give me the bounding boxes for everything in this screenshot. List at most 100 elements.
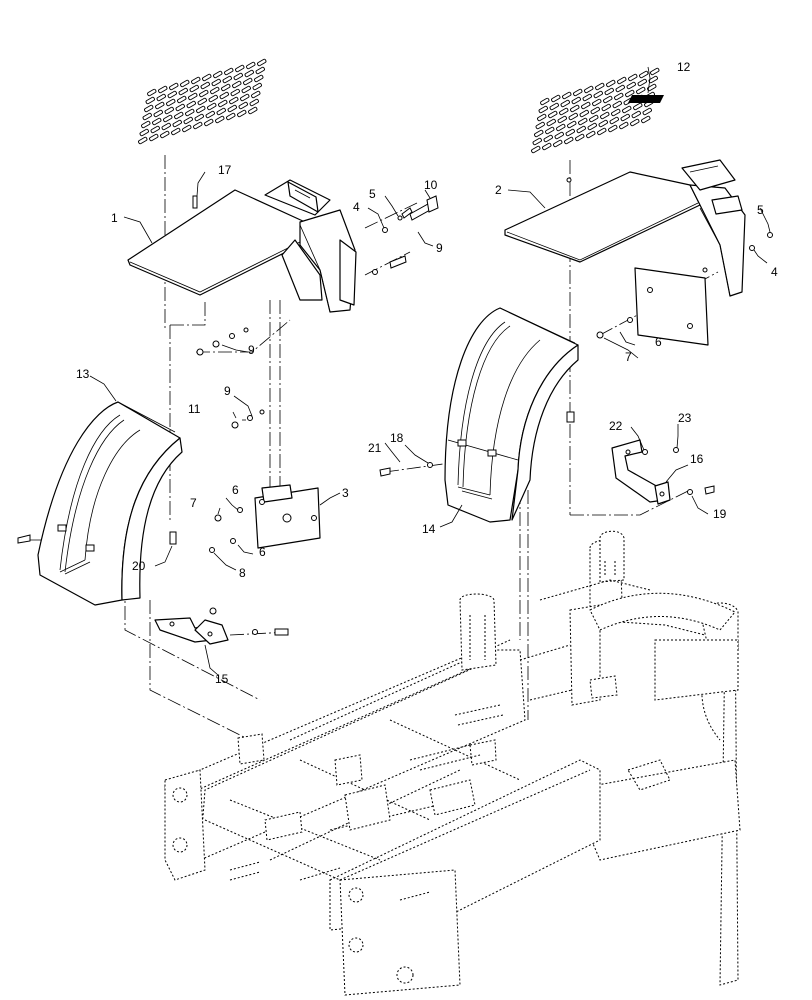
decal-dash	[153, 109, 163, 118]
decal-dash	[597, 127, 607, 136]
callout-15: 15	[215, 672, 229, 686]
decal-dash	[590, 106, 600, 115]
decal-dash	[243, 77, 253, 86]
decal-dash	[193, 121, 203, 130]
decal-dash	[603, 95, 613, 104]
decal-dash	[233, 72, 243, 81]
decal-dash	[204, 118, 214, 127]
decal-dash	[553, 139, 563, 148]
decal-dash	[571, 96, 581, 105]
decal-dash	[178, 87, 188, 96]
decal-dash	[254, 74, 264, 83]
callout-3: 3	[342, 486, 349, 500]
decal-dash	[138, 136, 148, 145]
decal-dash	[606, 79, 616, 88]
decal-dash	[197, 97, 207, 106]
leader-lines	[89, 66, 771, 676]
hardware	[17, 177, 773, 636]
decal-dash	[147, 88, 157, 97]
decal-dash	[626, 81, 636, 90]
decal-dash	[598, 119, 608, 128]
decal-dash	[219, 91, 229, 100]
decal-dash	[636, 86, 646, 95]
callout-7-right: 7	[625, 350, 632, 364]
decal-dash	[548, 110, 558, 119]
fender-part-1	[127, 179, 357, 313]
callout-11: 11	[188, 402, 201, 416]
callout-20: 20	[132, 559, 146, 573]
callout-labels: 1 2 3 4 4 5 5 6 6 6 7 7 8 9 9 9 10 11 12…	[76, 60, 778, 686]
decal-dash	[625, 89, 635, 98]
decal-dash	[608, 124, 618, 133]
decal-dash	[174, 111, 184, 120]
decal-dash	[210, 86, 220, 95]
callout-7: 7	[190, 496, 197, 510]
callout-5-right: 5	[757, 203, 764, 217]
callout-14: 14	[422, 522, 436, 536]
decal-dash	[156, 93, 166, 102]
decal-dash	[586, 130, 596, 139]
decal-dash	[191, 76, 201, 85]
decal-dash	[222, 75, 232, 84]
decal-dash	[241, 85, 251, 94]
callout-21: 21	[368, 441, 382, 455]
decal-dash	[141, 120, 151, 129]
bracket-part-15	[154, 617, 229, 645]
decal-dash	[244, 69, 254, 78]
decal-dash	[164, 106, 174, 115]
decal-dash	[557, 115, 567, 124]
decal-dash	[612, 100, 622, 109]
decal-dash	[221, 83, 231, 92]
decal-dash	[175, 103, 185, 112]
decal-dash	[161, 122, 171, 131]
decal-dash	[650, 67, 660, 76]
bracket-part-16	[611, 439, 671, 505]
decal-dash	[238, 101, 248, 110]
decal-dash	[633, 102, 643, 111]
callout-4: 4	[353, 200, 360, 214]
decal-dash	[620, 113, 630, 122]
decal-dash	[565, 128, 575, 137]
decal-dash	[240, 93, 250, 102]
decal-dash	[604, 87, 614, 96]
decal-dash	[185, 108, 195, 117]
decal-dash	[186, 100, 196, 109]
decal-dash	[208, 94, 218, 103]
decal-dash	[202, 73, 212, 82]
decal-dash	[543, 134, 553, 143]
decal-dash	[615, 84, 625, 93]
decal-dash	[593, 90, 603, 99]
decal-dash	[628, 73, 638, 82]
decal-dash	[194, 113, 204, 122]
decal-dash	[216, 107, 226, 116]
callout-10: 10	[424, 178, 438, 192]
callout-13: 13	[76, 367, 90, 381]
decal-dash	[211, 78, 221, 87]
decal-dash	[166, 98, 176, 107]
decal-dash	[609, 116, 619, 125]
callout-9-mid: 9	[248, 343, 255, 357]
decal-dash	[229, 96, 239, 105]
decal-dash	[559, 107, 569, 116]
decal-dash	[537, 113, 547, 122]
callout-1: 1	[111, 211, 118, 225]
decal-dash	[150, 125, 160, 134]
callout-23: 23	[678, 411, 692, 425]
decal-dash	[171, 127, 181, 136]
decal-dash	[218, 99, 228, 108]
decal-dash	[205, 110, 215, 119]
decal-dash	[540, 97, 550, 106]
decal-dash	[139, 128, 149, 137]
decal-dash	[619, 121, 629, 130]
decal-dash	[227, 104, 237, 113]
decal-dash	[158, 85, 168, 94]
decal-dash	[542, 142, 552, 151]
rear-fender-part-13	[37, 401, 183, 606]
decal-dash	[172, 119, 182, 128]
decal-dash	[534, 129, 544, 138]
decal-dash	[642, 107, 652, 116]
decal-dash	[167, 90, 177, 99]
center-lines	[30, 155, 719, 770]
callout-16: 16	[690, 452, 704, 466]
